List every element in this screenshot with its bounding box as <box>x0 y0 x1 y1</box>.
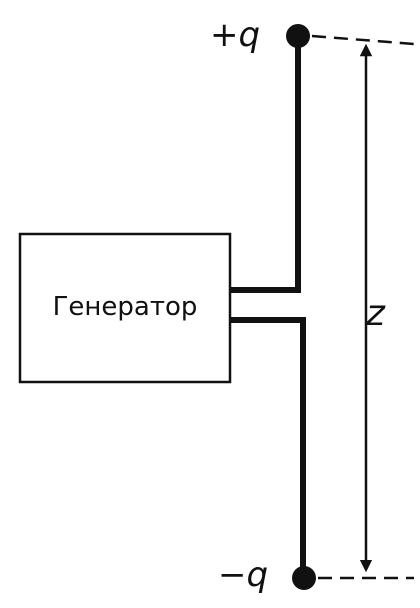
negative-charge-label: −q <box>218 555 269 595</box>
upper-wire <box>230 36 301 293</box>
lower-wire <box>230 317 306 578</box>
negative-charge-dot <box>292 566 316 590</box>
top-dashed-line <box>311 34 415 46</box>
distance-label: z <box>366 293 385 334</box>
positive-charge-label: +q <box>210 15 261 55</box>
positive-charge-dot <box>286 24 310 48</box>
generator-label: Генератор <box>52 292 198 322</box>
generator-box <box>18 232 232 384</box>
